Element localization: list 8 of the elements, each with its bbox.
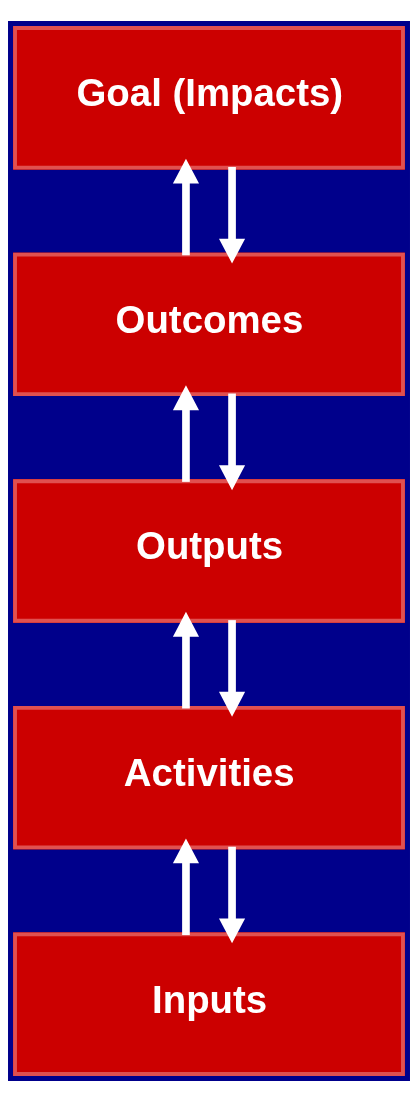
arrow xyxy=(218,846,246,943)
arrow xyxy=(172,837,200,935)
arrow xyxy=(218,393,246,490)
arrow xyxy=(218,166,246,264)
arrow xyxy=(172,611,200,708)
arrow xyxy=(172,384,200,482)
arrow xyxy=(218,619,246,717)
arrow xyxy=(172,158,200,255)
